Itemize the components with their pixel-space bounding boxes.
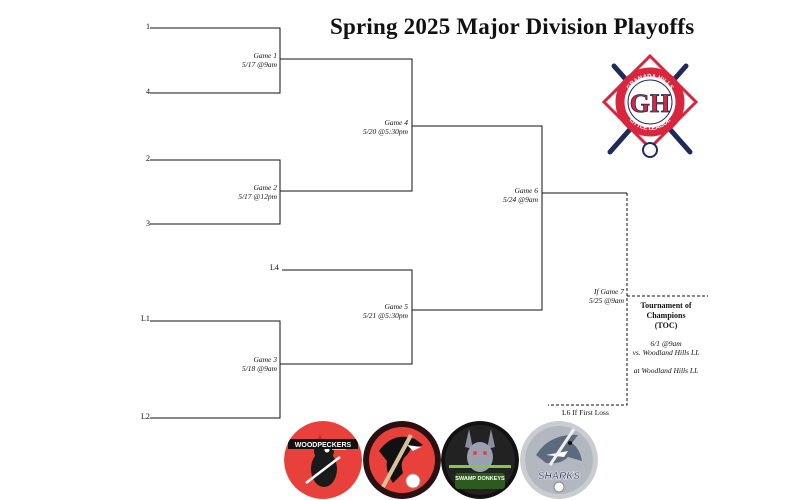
- game2-name: Game 2: [253, 183, 277, 192]
- game6-when: 5/24 @9am: [502, 195, 538, 204]
- game1-when: 5/17 @9am: [241, 60, 277, 69]
- bracket-game3: [150, 320, 281, 419]
- game3-when: 5/18 @9am: [241, 364, 277, 373]
- bracket-game2: [150, 159, 281, 225]
- game7-when: 5/25 @9am: [588, 296, 624, 305]
- loss-note: L6 If First Loss: [562, 408, 609, 417]
- game3-label: Game 3 5/18 @9am: [242, 355, 277, 373]
- league-logo-monogram: GH: [630, 89, 670, 118]
- bracket-game6: [412, 125, 543, 311]
- seed-l2: L2: [141, 412, 150, 421]
- toc-title-line2: Champions: [646, 311, 686, 320]
- bracket-game4: [280, 58, 413, 192]
- game4-name: Game 4: [384, 118, 408, 127]
- seed-l4: L4: [270, 263, 279, 272]
- toc-vs: vs. Woodland Hills LL: [632, 348, 700, 357]
- game7-name: If Game 7: [594, 287, 624, 296]
- toc-title: Tournament of Champions (TOC): [622, 301, 710, 331]
- seed-1: 1: [146, 22, 150, 31]
- sharks-label: SHARKS: [538, 471, 581, 482]
- seed-3: 3: [146, 219, 150, 228]
- woodpeckers-label: WOODPECKERS: [295, 442, 352, 449]
- game1-label: Game 1 5/17 @9am: [242, 51, 277, 69]
- seed-2: 2: [146, 154, 150, 163]
- game7-label: If Game 7 5/25 @9am: [589, 287, 624, 305]
- raptor-logo-icon: [363, 421, 441, 499]
- seed-l1: L1: [141, 314, 150, 323]
- game5-when: 5/21 @5:30pm: [362, 311, 408, 320]
- game2-when: 5/17 @12pm: [238, 192, 277, 201]
- woodpeckers-logo-icon: WOODPECKERS: [284, 421, 362, 499]
- swamp-donkeys-label: SWAMP DONKEYS: [455, 476, 505, 482]
- game6-name: Game 6: [514, 186, 538, 195]
- game4-label: Game 4 5/20 @5:30pm: [363, 118, 408, 136]
- seed-4: 4: [146, 87, 150, 96]
- game2-label: Game 2 5/17 @12pm: [238, 183, 277, 201]
- toc-location: at Woodland Hills LL: [633, 366, 699, 375]
- bracket-game5: [280, 269, 413, 365]
- game6-label: Game 6 5/24 @9am: [503, 186, 538, 204]
- game3-name: Game 3: [253, 355, 277, 364]
- bracket-game1: [150, 27, 281, 94]
- game5-name: Game 5: [384, 302, 408, 311]
- game5-label: Game 5 5/21 @5:30pm: [363, 302, 408, 320]
- toc-date: 6/1 @9am: [650, 339, 682, 348]
- toc-title-line3: (TOC): [654, 321, 678, 330]
- swamp-donkeys-logo-icon: SWAMP DONKEYS: [441, 421, 519, 499]
- page-title: Spring 2025 Major Division Playoffs: [330, 14, 695, 39]
- game1-name: Game 1: [253, 51, 277, 60]
- game4-when: 5/20 @5:30pm: [362, 127, 408, 136]
- sharks-logo-icon: SHARKS: [520, 421, 598, 499]
- bracket-game7-dashed: [548, 193, 628, 406]
- toc-title-line1: Tournament of: [640, 301, 692, 310]
- league-logo-icon: GH GRANADA HILLS LITTLE LEAGUE: [600, 50, 700, 160]
